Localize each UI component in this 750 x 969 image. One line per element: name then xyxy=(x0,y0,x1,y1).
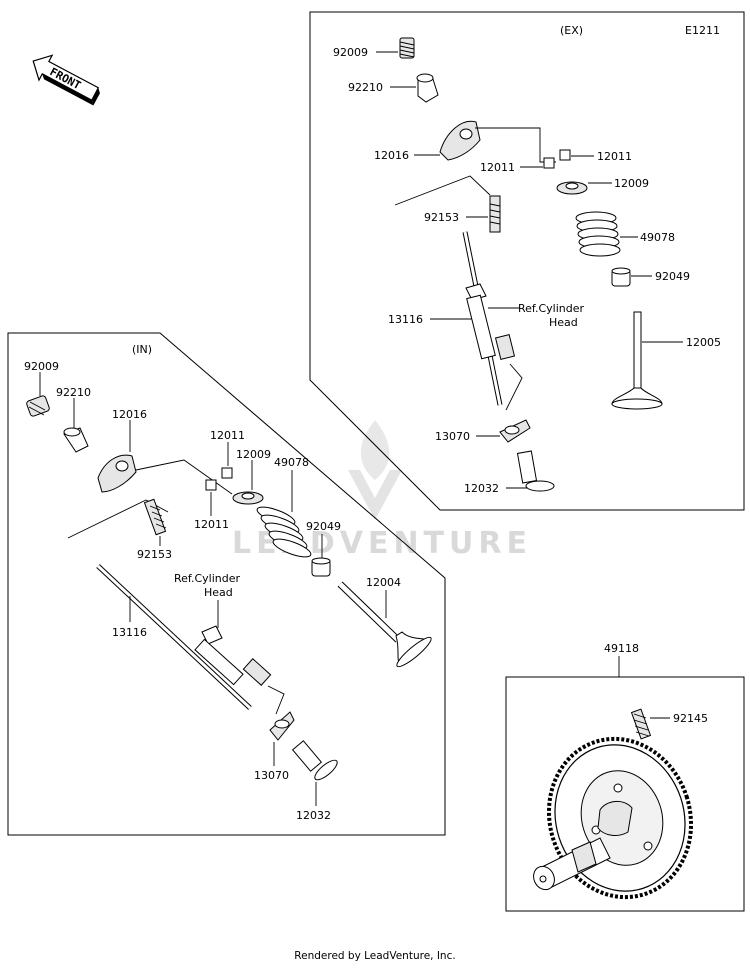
ex-part-92210: 92210 xyxy=(348,73,439,103)
ex-group: (EX) 92009 92210 12016 xyxy=(309,11,745,511)
ex-frame xyxy=(309,11,745,511)
cam-gear xyxy=(546,736,694,900)
in-ref-line1: Ref.Cylinder xyxy=(174,572,241,585)
ex-label-92049: 92049 xyxy=(655,270,690,283)
ex-part-12032: 12032 xyxy=(464,450,555,495)
ex-label-13070: 13070 xyxy=(435,430,470,443)
ex-part-13070: 13070 xyxy=(435,419,531,443)
ex-title: (EX) xyxy=(560,24,583,37)
ex-ref-line1: Ref.Cylinder xyxy=(518,302,585,315)
in-frame xyxy=(7,332,446,836)
in-label-12016: 12016 xyxy=(112,408,147,421)
ex-label-92153: 92153 xyxy=(424,211,459,224)
in-part-12011-a: 12011 xyxy=(210,429,245,479)
cam-part-92145: 92145 xyxy=(630,708,708,740)
in-part-12009: 12009 xyxy=(232,448,271,505)
cam-frame xyxy=(505,676,745,912)
in-part-92049: 92049 xyxy=(306,520,341,577)
front-arrow: FRONT xyxy=(32,54,100,106)
ex-label-12032: 12032 xyxy=(464,482,499,495)
in-label-12004: 12004 xyxy=(366,576,401,589)
footer-credit: Rendered by LeadVenture, Inc. xyxy=(294,950,456,962)
in-part-12011-b: 12011 xyxy=(194,479,229,531)
in-label-92153: 92153 xyxy=(137,548,172,561)
in-group: (IN) 92009 92210 12016 12011 xyxy=(7,332,446,836)
ex-label-13116: 13116 xyxy=(388,313,423,326)
in-title: (IN) xyxy=(132,343,152,356)
ex-part-49078: 49078 xyxy=(575,211,675,257)
ex-ref-line2: Head xyxy=(549,316,578,329)
ex-label-49078: 49078 xyxy=(640,231,675,244)
cam-group: 49118 92145 xyxy=(505,642,745,912)
ex-part-12016: 12016 xyxy=(374,120,481,162)
watermark-flame-icon xyxy=(360,420,390,480)
ex-part-92009: 92009 xyxy=(333,37,415,59)
in-ref-cylinder-head: Ref.Cylinder Head xyxy=(174,572,285,715)
in-part-12016: 12016 xyxy=(97,408,147,493)
in-part-13116: 13116 xyxy=(96,564,252,710)
ex-part-92049: 92049 xyxy=(611,267,690,287)
watermark-v-icon xyxy=(348,470,402,520)
ex-part-12009: 12009 xyxy=(556,177,649,195)
in-ref-line2: Head xyxy=(204,586,233,599)
ex-label-92210: 92210 xyxy=(348,81,383,94)
in-label-12032: 12032 xyxy=(296,809,331,822)
in-label-12009: 12009 xyxy=(236,448,271,461)
in-label-13116: 13116 xyxy=(112,626,147,639)
in-part-12032: 12032 xyxy=(291,740,338,822)
ex-ref-cylinder-head: Ref.Cylinder Head xyxy=(465,283,585,411)
in-label-49078: 49078 xyxy=(274,456,309,469)
in-label-13070: 13070 xyxy=(254,769,289,782)
ex-part-12011-b: 12011 xyxy=(559,149,632,163)
in-label-92210: 92210 xyxy=(56,386,91,399)
in-label-92009: 92009 xyxy=(24,360,59,373)
ex-label-12011-b: 12011 xyxy=(597,150,632,163)
in-part-92153: 92153 xyxy=(137,498,172,561)
ex-label-12005: 12005 xyxy=(686,336,721,349)
in-part-92009: 92009 xyxy=(24,360,59,417)
in-part-92210: 92210 xyxy=(56,386,91,453)
in-label-92049: 92049 xyxy=(306,520,341,533)
ex-part-12005: 12005 xyxy=(611,311,721,410)
diagram-code: E1211 xyxy=(685,24,720,37)
ex-part-12011-a: 12011 xyxy=(480,157,555,174)
cam-shaft xyxy=(533,837,611,891)
in-part-13070: 13070 xyxy=(254,711,295,782)
cam-label-49118: 49118 xyxy=(604,642,639,655)
cam-label-92145: 92145 xyxy=(673,712,708,725)
in-part-49078: 49078 xyxy=(256,456,312,558)
ex-label-12009: 12009 xyxy=(614,177,649,190)
ex-part-92153: 92153 xyxy=(424,195,501,233)
in-label-12011-b: 12011 xyxy=(194,518,229,531)
ex-label-92009: 92009 xyxy=(333,46,368,59)
in-part-12004: 12004 xyxy=(337,576,432,668)
ex-label-12011-a: 12011 xyxy=(480,161,515,174)
ex-label-12016: 12016 xyxy=(374,149,409,162)
in-label-12011-a: 12011 xyxy=(210,429,245,442)
